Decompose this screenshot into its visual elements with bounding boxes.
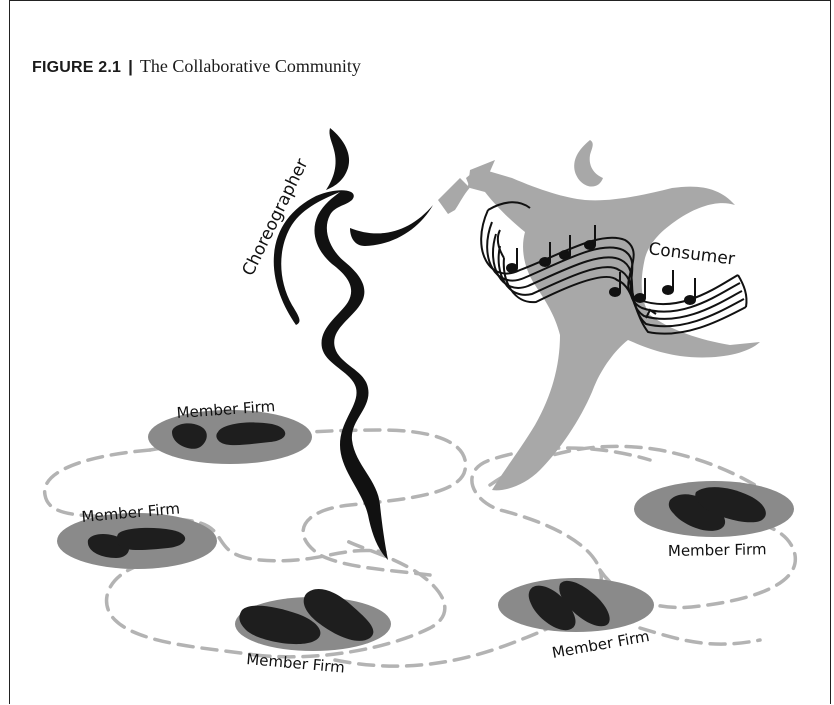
- member-firm-label-5: Member Firm: [668, 540, 767, 560]
- note-8: [684, 295, 696, 305]
- figure-title: The Collaborative Community: [139, 56, 361, 76]
- choreographer-arm: [350, 205, 433, 246]
- figure-frame: [9, 0, 831, 704]
- member-firm-pad-5: [634, 481, 794, 537]
- figure-caption: FIGURE 2.1 | The Collaborative Community: [32, 56, 361, 77]
- choreographer-head: [326, 128, 350, 190]
- note-tail: [645, 308, 657, 319]
- choreographer-body: [273, 190, 388, 560]
- figure-number: FIGURE 2.1: [32, 59, 122, 76]
- dashed-path-center-right: [333, 446, 652, 668]
- dashed-path-center-loop: [253, 538, 447, 659]
- shoe-print: [172, 423, 207, 449]
- dashed-path-bottom-left: [104, 558, 257, 657]
- figure-separator: |: [128, 57, 133, 76]
- music-staff-ribbon: [480, 201, 748, 335]
- note-7: [662, 285, 674, 295]
- note-3: [559, 250, 571, 260]
- ribbon-curl-left: [487, 201, 531, 259]
- note-5: [609, 287, 621, 297]
- music-notes: [506, 225, 696, 319]
- note-4: [584, 240, 596, 250]
- shoe-print: [239, 605, 321, 645]
- note-2: [539, 257, 551, 267]
- shoe-print: [528, 585, 576, 631]
- consumer-torso: [466, 168, 760, 491]
- note-6: [634, 293, 646, 303]
- shoe-print: [303, 589, 374, 641]
- staff-lines: [480, 209, 747, 335]
- ribbon-curl-right: [737, 274, 748, 308]
- consumer-hand-arrow: [438, 160, 495, 214]
- consumer-head: [574, 140, 603, 187]
- shoe-print: [695, 487, 766, 523]
- shoe-print: [559, 580, 610, 627]
- note-1: [506, 263, 518, 273]
- member-firm-pad-2: [57, 513, 217, 569]
- member-firm-pad-3: [235, 589, 391, 651]
- choreographer-figure: [273, 128, 433, 560]
- dashed-path-bottom-right: [638, 626, 762, 646]
- consumer-dancer: [438, 140, 760, 491]
- consumer-label: Consumer: [647, 239, 735, 269]
- member-firm-pad-4: [498, 578, 654, 632]
- member-firm-label-4: Member Firm: [551, 627, 651, 662]
- shoe-print: [216, 422, 286, 446]
- shoe-print: [116, 527, 186, 550]
- member-firm-pad-1: [148, 410, 312, 464]
